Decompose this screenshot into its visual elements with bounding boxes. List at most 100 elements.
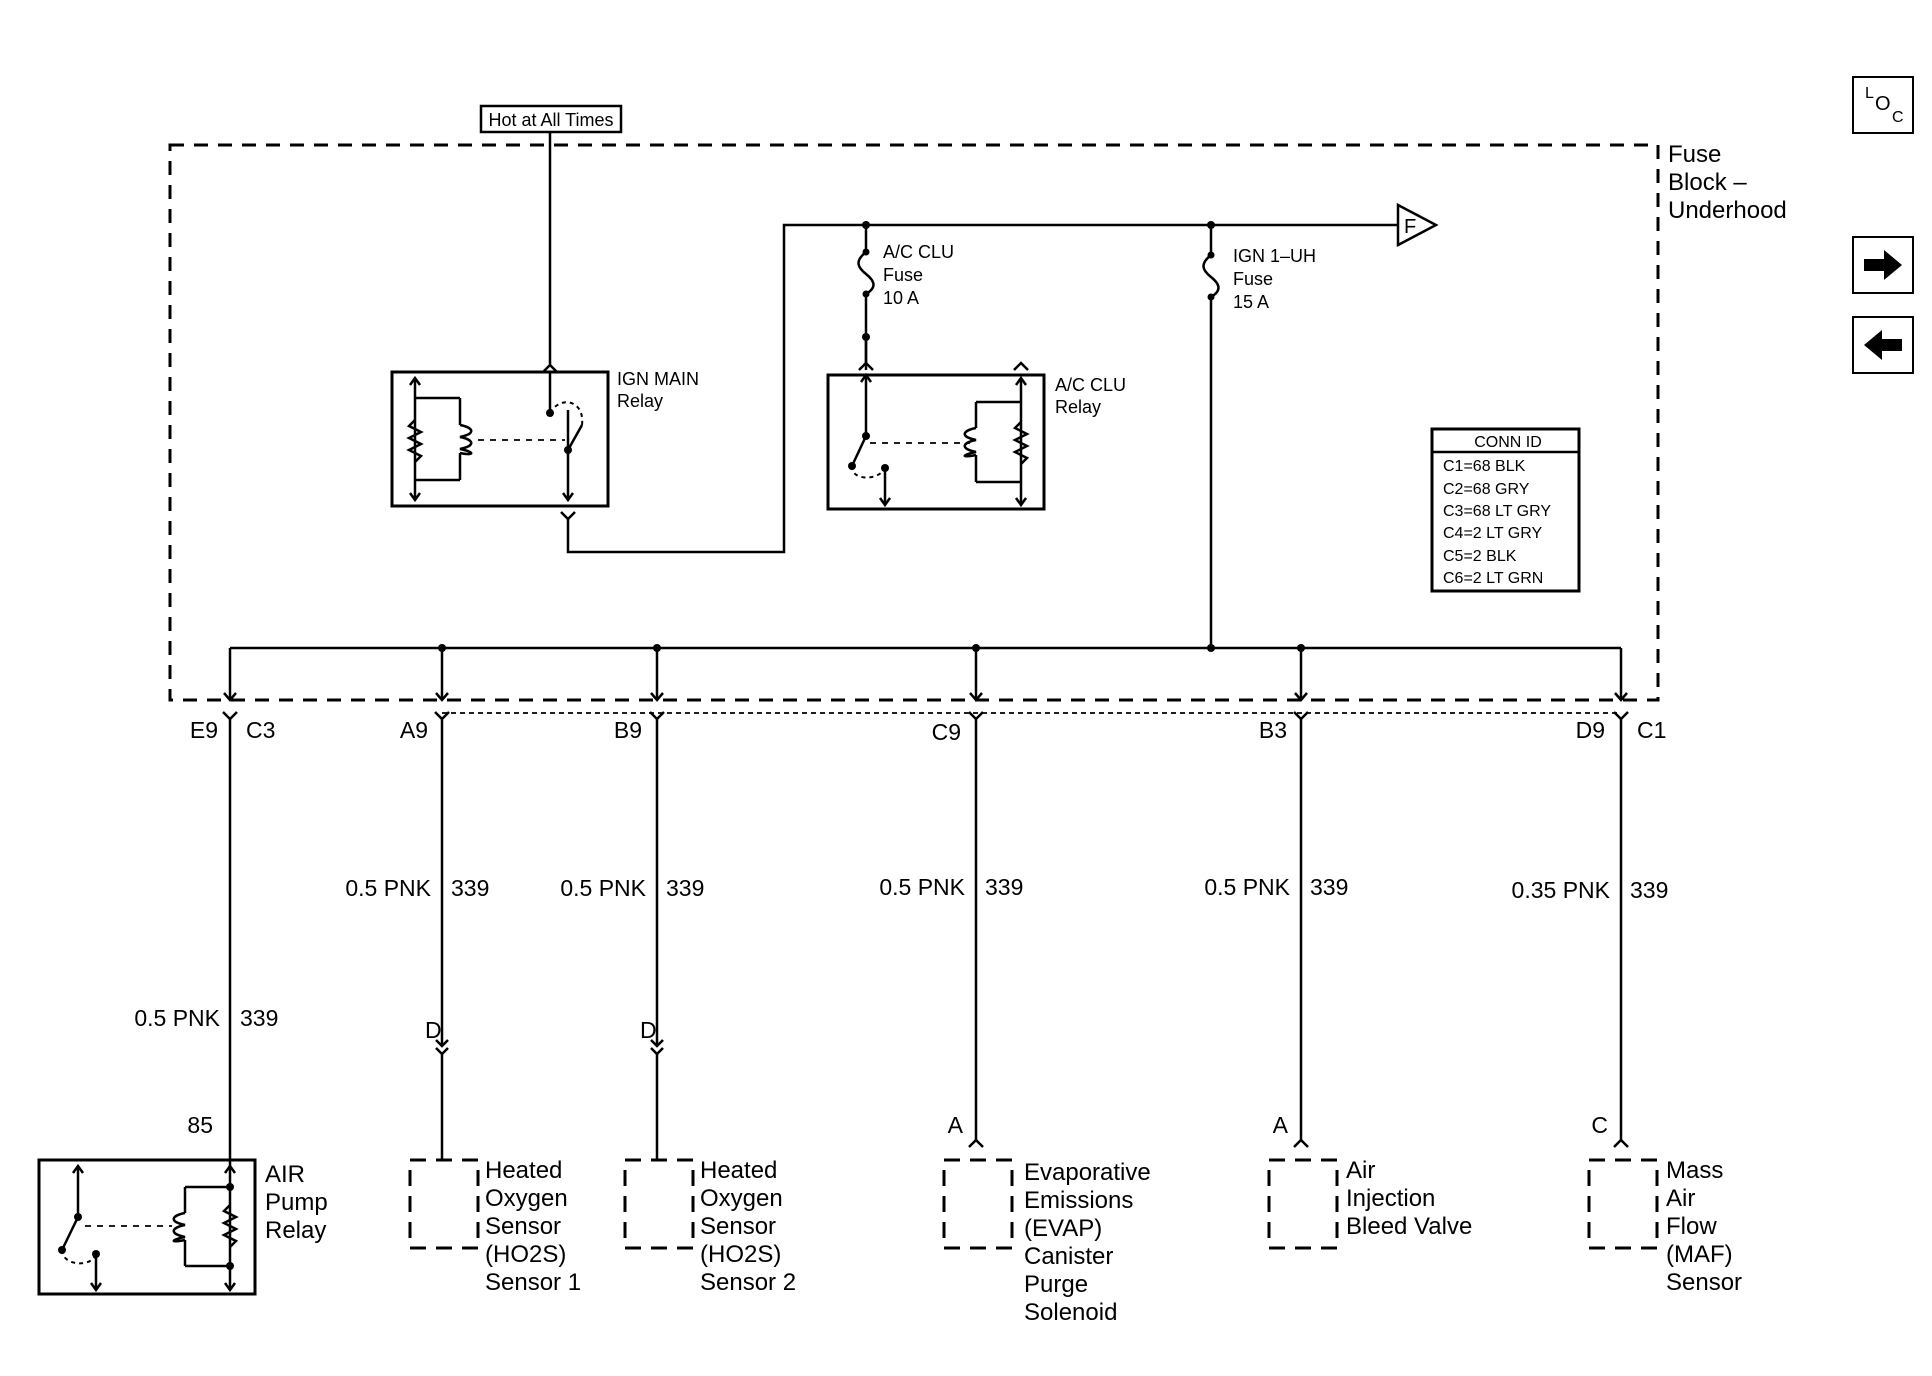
evap-solenoid-label: Purge <box>1024 1271 1088 1298</box>
ign-main-relay-label-1: IGN MAIN <box>617 369 699 389</box>
wire-circuit-label: 339 <box>985 874 1023 900</box>
offpage-connector-f <box>1396 202 1439 248</box>
ho2s-sensor-2-label: Oxygen <box>700 1185 783 1212</box>
air-pump-relay-label: Relay <box>265 1217 326 1244</box>
pin-label-b9: B9 <box>614 717 642 743</box>
maf-sensor-label: Flow <box>1666 1213 1717 1240</box>
ign-main-relay-box <box>390 370 610 508</box>
pin-label-c1: C1 <box>1637 717 1666 743</box>
fuse-block-outline <box>168 143 1660 702</box>
evap-solenoid-label: Evaporative <box>1024 1159 1151 1186</box>
ho2s-sensor-1-label: (HO2S) <box>485 1241 566 1268</box>
wire-gauge-label: 0.5 PNK <box>1204 874 1290 900</box>
pin-label-c3: C3 <box>246 717 275 743</box>
maf-sensor-label: Sensor <box>1666 1269 1742 1296</box>
ac-clu-fuse-type: Fuse <box>883 265 923 285</box>
evap-solenoid-label: (EVAP) <box>1024 1215 1102 1242</box>
hot-at-all-times-label: Hot at All Times <box>488 110 613 130</box>
ac-clu-relay-box <box>826 373 1046 511</box>
pin-label-c9: C9 <box>932 719 961 745</box>
pin-label-b3: B3 <box>1259 717 1287 743</box>
air-pump-relay-label: Pump <box>265 1189 328 1216</box>
terminal-d-label: D <box>425 1017 442 1043</box>
wire-circuit-label: 339 <box>451 875 489 901</box>
air-pump-relay-box <box>37 1158 257 1296</box>
offpage-connector-f-label: F <box>1404 216 1416 238</box>
ign-main-relay-internals <box>406 372 584 503</box>
terminal-c-label: C <box>1591 1112 1608 1138</box>
evap-solenoid-label: Emissions <box>1024 1187 1133 1214</box>
location-button[interactable]: L O C <box>1852 76 1914 134</box>
ho2s-sensor-2-label: (HO2S) <box>700 1241 781 1268</box>
loc-letter-o: O <box>1875 93 1891 115</box>
forward-button[interactable] <box>1852 236 1914 294</box>
ign-fuse-name: IGN 1–UH <box>1233 246 1316 266</box>
evap-solenoid-label: Solenoid <box>1024 1299 1117 1326</box>
fuse-block-label-2: Block – <box>1668 169 1747 196</box>
conn-id-row: C1=68 BLK <box>1443 458 1526 475</box>
ac-clu-relay-label-1: A/C CLU <box>1055 375 1126 395</box>
pin-label-a9: A9 <box>400 717 428 743</box>
ign-relay-output-terminal <box>560 511 576 521</box>
fuse-block-label-1: Fuse <box>1668 141 1721 168</box>
back-button[interactable] <box>1852 316 1914 374</box>
conn-id-row: C2=68 GRY <box>1443 481 1530 498</box>
wire-circuit-label: 339 <box>240 1005 278 1031</box>
wire-gauge-label: 0.5 PNK <box>134 1005 220 1031</box>
ign-relay-input-terminal <box>542 363 558 373</box>
maf-sensor-label: (MAF) <box>1666 1241 1733 1268</box>
inline-connectors <box>435 1039 664 1160</box>
conn-id-title: CONN ID <box>1474 434 1542 451</box>
conn-id-table: CONN ID C1=68 BLK C2=68 GRY C3=68 LT GRY… <box>1430 427 1581 593</box>
component-terminals <box>968 1138 1629 1148</box>
ign-relay-output-wire <box>566 223 1408 554</box>
air-bleed-valve-box <box>1267 1158 1339 1250</box>
ho2s-sensor-2-label: Heated <box>700 1157 777 1184</box>
ho2s-sensor-1-box <box>408 1158 480 1250</box>
arrow-right-icon <box>1864 250 1902 280</box>
pin-label-e9: E9 <box>190 717 218 743</box>
bus-drops <box>223 648 1628 702</box>
ho2s-sensor-1-label: Oxygen <box>485 1185 568 1212</box>
conn-id-row: C6=2 LT GRN <box>1443 570 1543 587</box>
ign-fuse-type: Fuse <box>1233 269 1273 289</box>
terminal-85-label: 85 <box>187 1112 213 1138</box>
ac-clu-fuse-symbol <box>857 251 875 296</box>
ign-main-relay-label-2: Relay <box>617 391 663 411</box>
pin-label-d9: D9 <box>1576 717 1605 743</box>
ho2s-sensor-1-label: Sensor 1 <box>485 1269 581 1296</box>
conn-id-row: C4=2 LT GRY <box>1443 525 1542 542</box>
terminal-a-label: A <box>948 1112 964 1138</box>
maf-sensor-box <box>1587 1158 1659 1250</box>
ho2s-sensor-2-label: Sensor 2 <box>700 1269 796 1296</box>
evap-solenoid-box <box>942 1158 1014 1250</box>
ign-fuse-symbol <box>1202 254 1220 299</box>
wire-circuit-label: 339 <box>1630 877 1668 903</box>
air-bleed-valve-label: Air <box>1346 1157 1375 1184</box>
wire-gauge-label: 0.35 PNK <box>1512 877 1611 903</box>
ac-clu-fuse-name: A/C CLU <box>883 242 954 262</box>
wire-gauge-label: 0.5 PNK <box>345 875 431 901</box>
terminal-a-label: A <box>1273 1112 1289 1138</box>
loc-letter-l: L <box>1865 85 1874 102</box>
ho2s-sensor-1-label: Sensor <box>485 1213 561 1240</box>
conn-id-row: C3=68 LT GRY <box>1443 503 1551 520</box>
ac-clu-fuse-rating: 10 A <box>883 288 919 308</box>
wire-gauge-label: 0.5 PNK <box>879 874 965 900</box>
output-wires <box>228 719 1623 1140</box>
ho2s-sensor-2-box <box>623 1158 695 1250</box>
ign-fuse-rating: 15 A <box>1233 292 1269 312</box>
location-icon: L O C <box>1865 85 1904 126</box>
loc-letter-c: C <box>1892 109 1904 126</box>
conn-id-row: C5=2 BLK <box>1443 548 1517 565</box>
fuse-block-label-3: Underhood <box>1668 197 1787 224</box>
ho2s-sensor-2-label: Sensor <box>700 1213 776 1240</box>
ho2s-sensor-1-label: Heated <box>485 1157 562 1184</box>
maf-sensor-label: Air <box>1666 1185 1695 1212</box>
ac-clu-relay-label-2: Relay <box>1055 397 1101 417</box>
terminal-d-label: D <box>640 1017 657 1043</box>
air-bleed-valve-label: Injection <box>1346 1185 1435 1212</box>
ac-clu-relay-internals <box>850 372 1030 508</box>
air-pump-relay-label: AIR <box>265 1161 305 1188</box>
